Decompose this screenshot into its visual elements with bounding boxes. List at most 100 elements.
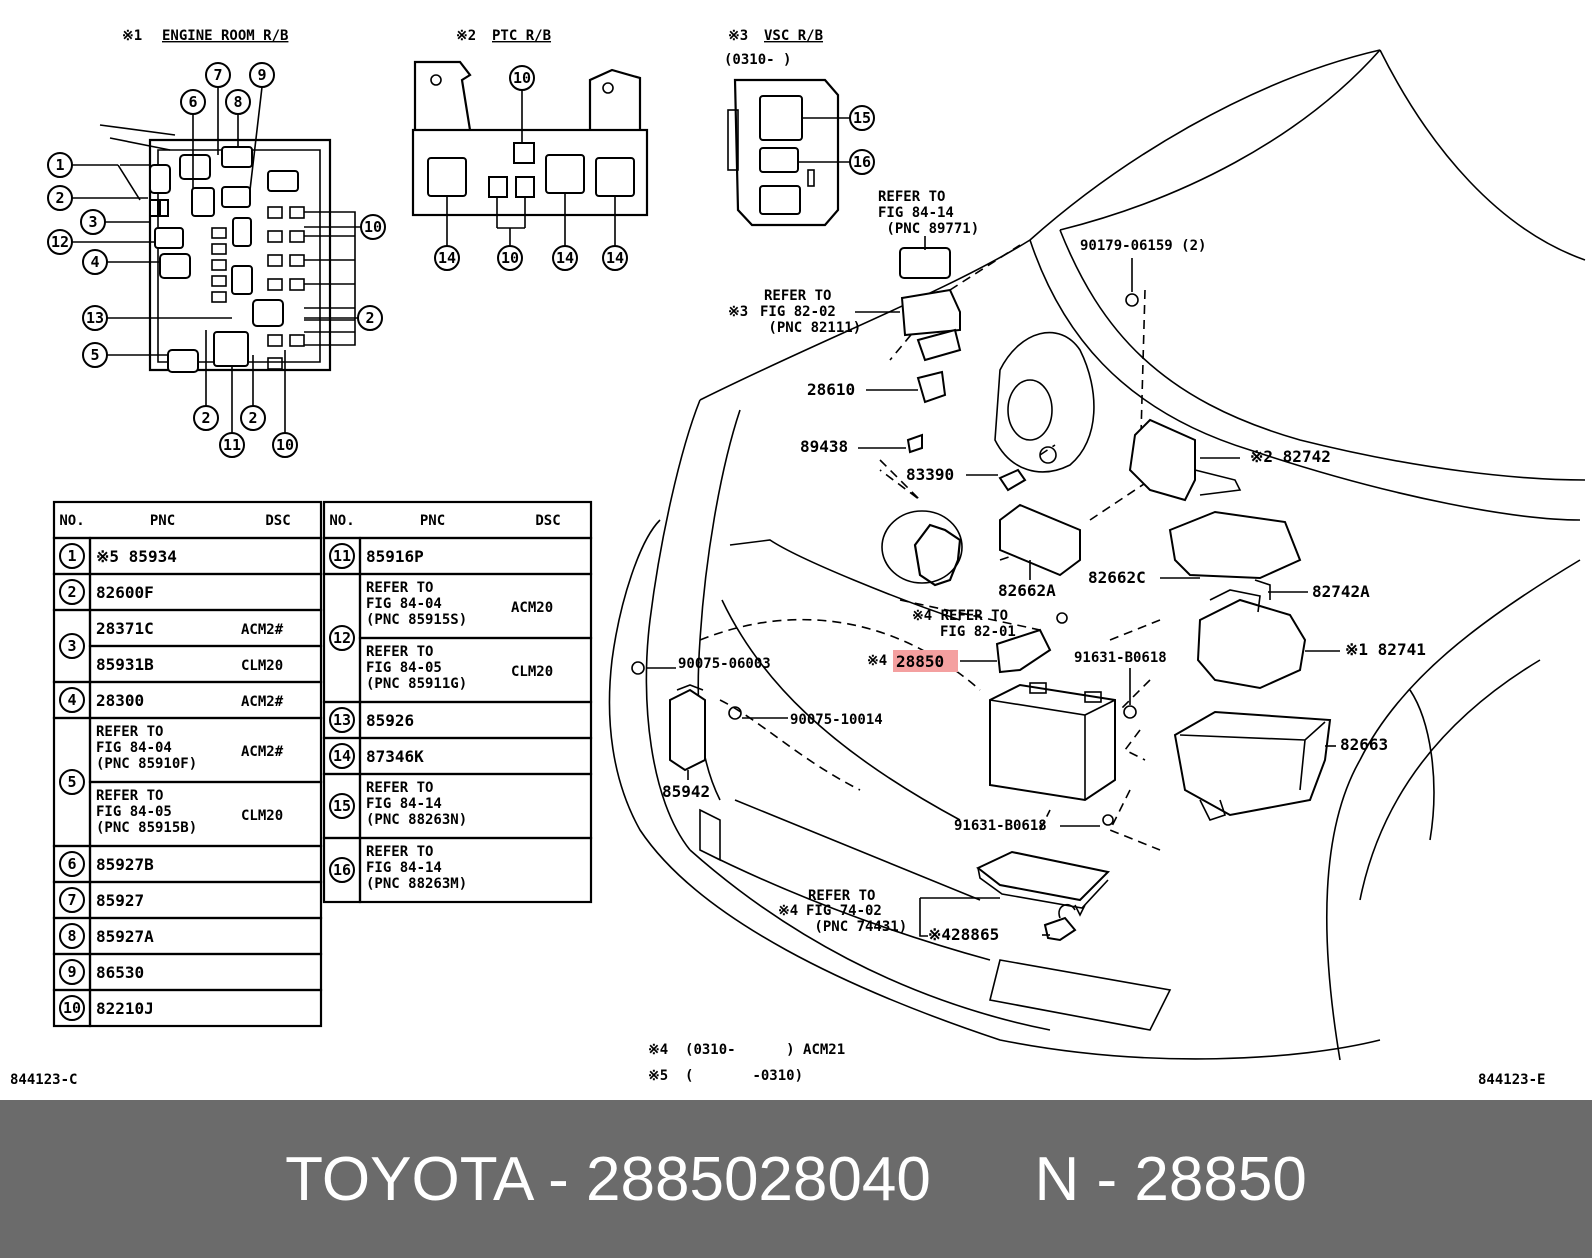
left-table-row: ※5 85934 [88,536,323,576]
svg-text:FIG 82-01: FIG 82-01 [940,624,1016,640]
right-table-pnc: FIG 84-04 [366,596,442,612]
left-table-no-cell: 8 [52,916,92,956]
car-illustration [608,49,1586,1061]
left-table-no: 2 [67,583,76,601]
code-right: 844123-E [1478,1072,1545,1088]
left-table-row: 82210J [88,988,323,1028]
left-table-row: 82600F [88,572,323,612]
left-table-pnc: 85927A [96,927,154,946]
svg-text:14: 14 [556,249,574,267]
left-table-pnc: 86530 [96,963,144,982]
right-table-pnc: REFER TO [366,580,433,596]
left-table-pnc: REFER TO [96,724,163,740]
svg-text:4: 4 [90,253,99,271]
right-table-header-pnc: PNC [420,513,445,529]
left-table-no-cell: 9 [52,952,92,992]
right-table-row: 85926 [358,700,593,740]
label-82742: ※2 82742 [1250,447,1331,466]
left-table-dsc: ACM2# [241,694,284,710]
label-85942: 85942 [662,782,710,801]
label-90075-10014: 90075-10014 [790,712,883,728]
right-table-header-dsc: DSC [535,513,560,529]
left-table-no-cell: 1 [52,536,92,576]
svg-text:(PNC 82111): (PNC 82111) [760,320,861,336]
right-table-pnc: (PNC 85915S) [366,612,467,628]
right-table-no: 12 [333,629,351,647]
right-table-pnc: (PNC 88263N) [366,812,467,828]
label-82662A: 82662A [998,581,1056,600]
label-28850: 28850 [896,652,944,671]
left-table-no-cell: 2 [52,572,92,612]
label-28610: 28610 [807,380,855,399]
right-table-pnc: 85916P [366,547,424,566]
left-table-header-no: NO. [59,513,84,529]
right-table-pnc: FIG 84-14 [366,860,442,876]
left-table-dsc: CLM20 [241,658,283,674]
left-table-no-cell: 3 [52,608,92,684]
right-table-no: 15 [333,797,351,815]
right-table-no: 11 [333,547,351,565]
svg-text:1: 1 [55,156,64,174]
svg-text:2: 2 [55,189,64,207]
left-table-dsc: ACM2# [241,622,284,638]
right-table-no: 14 [333,747,351,765]
svg-text:(PNC 89771): (PNC 89771) [878,221,979,237]
footer-brand-part: TOYOTA - 2885028040 [285,1144,931,1214]
left-table-pnc: 82600F [96,583,154,602]
right-table-pnc: (PNC 85911G) [366,676,467,692]
left-table-no: 4 [67,691,76,709]
highlight-28850 [893,650,958,672]
left-table-no: 10 [63,999,81,1017]
left-table-no: 6 [67,855,76,873]
svg-text:13: 13 [86,309,104,327]
svg-text:16: 16 [853,153,871,171]
right-table-no: 13 [333,711,351,729]
right-table-no-cell: 13 [322,700,362,740]
right-table-no-cell: 15 [322,772,362,840]
refer-fig82-02: REFER TO ※3 FIG 82-02 (PNC 82111) [728,288,900,336]
label-91631-bottom: 91631-B0618 [954,818,1047,834]
right-table-pnc: 87346K [366,747,424,766]
svg-text:10: 10 [276,436,294,454]
svg-text:15: 15 [853,109,871,127]
left-table-pnc: 82210J [96,999,154,1018]
right-table-pnc: REFER TO [366,644,433,660]
left-table-row: 86530 [88,952,323,992]
right-table-dsc: ACM20 [511,600,553,616]
left-table-row: 85927 [88,880,323,920]
svg-text:14: 14 [438,249,456,267]
svg-text:7: 7 [213,66,222,84]
left-table-no: 1 [67,547,76,565]
right-table-pnc: FIG 84-14 [366,796,442,812]
left-table-no: 8 [67,927,76,945]
inset3-mark: ※3 [728,28,748,44]
left-table-pnc: 28371C [96,619,154,638]
vsc-rb-inset: ※3 VSC R/B (0310- ) 15 16 [724,28,875,227]
svg-text:2: 2 [365,309,374,327]
note-2: ※5 ( -0310) [648,1068,803,1084]
svg-text:※4: ※4 [778,903,798,919]
inset2-mark: ※2 [456,28,476,44]
label-90075-06003: 90075-06003 [678,656,771,672]
left-table-row: 85927A [88,916,323,956]
inset2-title: PTC R/B [492,28,551,44]
left-table-pnc: 85931B [96,655,154,674]
label-83390: 83390 [906,465,954,484]
label-91631-top: 91631-B0618 [1074,650,1167,666]
svg-text:※3: ※3 [728,304,748,320]
refer-fig82-01: ※4 REFER TO FIG 82-01 [912,608,1016,640]
left-table-no: 3 [67,637,76,655]
left-table-pnc: 85927B [96,855,154,874]
left-table-no: 7 [67,891,76,909]
right-table-header-no: NO. [329,513,354,529]
svg-text:FIG 82-02: FIG 82-02 [760,304,836,320]
svg-text:10: 10 [364,218,382,236]
code-left: 844123-C [10,1072,77,1088]
